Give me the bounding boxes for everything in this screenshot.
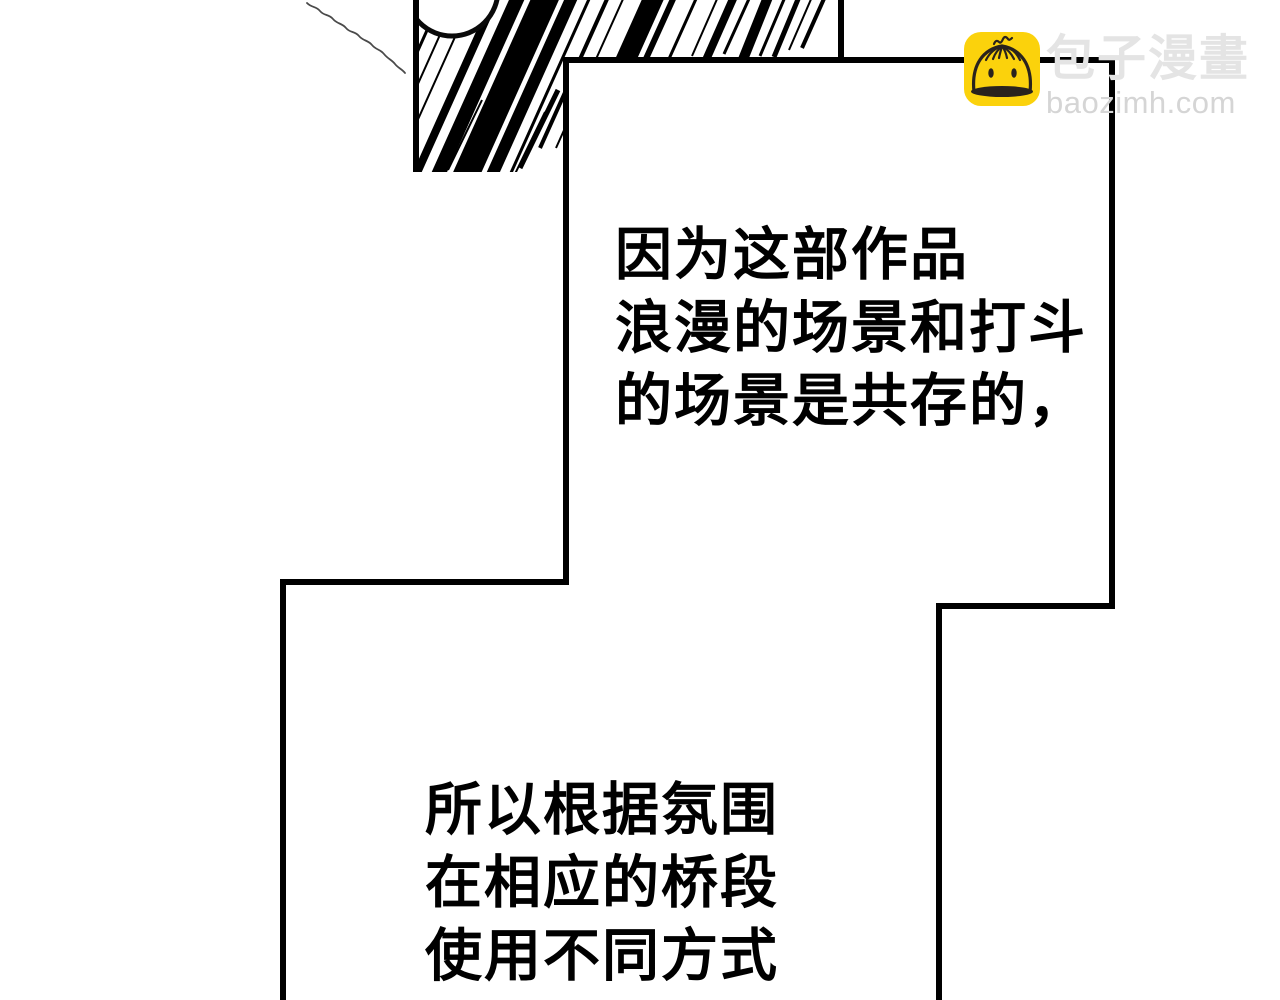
white-shape-blob [416, 0, 500, 39]
baozi-bun-icon [964, 32, 1040, 106]
dialogue-line: 所以根据氛围 [425, 778, 779, 842]
squiggle-line-icon [306, 2, 406, 74]
dialogue-line: 在相应的桥段 [425, 851, 779, 915]
dialogue-line: 浪漫的场景和打斗 [615, 296, 1087, 360]
dialogue-line: 使用不同方式 [425, 924, 779, 988]
dialogue-block-2: 所以根据氛围 在相应的桥段 使用不同方式 [425, 774, 779, 993]
site-watermark: 包子漫畫 baozimh.com [1046, 32, 1250, 119]
dialogue-line: 因为这部作品 [615, 223, 969, 287]
speech-panel-outline [280, 57, 1115, 1000]
dialogue-line: 的场景是共存的， [615, 369, 1087, 433]
watermark-domain: baozimh.com [1046, 85, 1236, 120]
watermark-site-name: 包子漫畫 [1046, 32, 1251, 86]
dialogue-block-1: 因为这部作品 浪漫的场景和打斗 的场景是共存的， [615, 219, 1087, 438]
